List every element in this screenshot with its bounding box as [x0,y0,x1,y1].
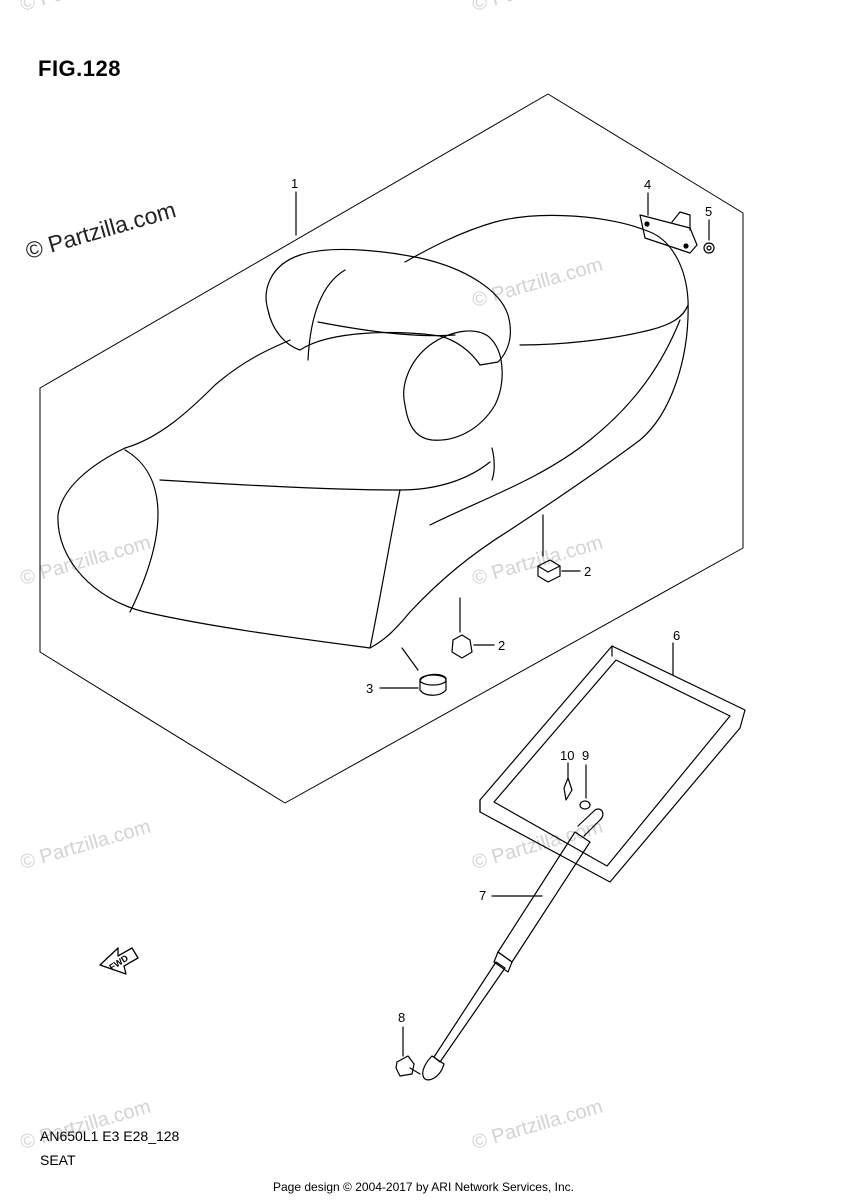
nut-part-5 [703,242,715,254]
backrest [265,248,511,366]
seat-rear-line [429,319,681,526]
callout-9: 9 [582,748,589,763]
bolt-part-8 [395,1055,415,1077]
backrest-seam [307,269,346,361]
callout-6: 6 [673,628,680,643]
figure-title: FIG.128 [38,56,121,81]
strut-rod-part-7 [433,961,506,1063]
callout-7: 7 [479,888,486,903]
seat-small-groove [491,447,495,481]
backrest-divider [317,321,456,337]
seat-mid-line [159,461,491,491]
callout-8: 8 [398,1010,405,1025]
fwd-arrow-icon [99,947,139,975]
callout-2a: 2 [584,564,591,579]
seat-top-line [519,304,689,346]
callout-3: 3 [366,681,373,696]
seat-outline [57,214,689,649]
seat-rider-contour [124,339,291,449]
cushion-part-2a [537,559,561,583]
callout-2b: 2 [498,638,505,653]
seat-lower-contour [124,449,159,613]
strut-body-part-7 [497,831,591,963]
clip-part-10 [563,777,573,801]
callout-5: 5 [705,204,712,219]
callout-1: 1 [291,176,298,191]
diagram-code: AN650L1 E3 E28_128 [40,1128,180,1144]
diagram-name: SEAT [40,1152,76,1168]
washer-part-9 [579,800,591,810]
leader-3-top [401,647,419,671]
bracket-part-4-lug [671,211,691,231]
assembly-frame [39,93,744,804]
callout-4: 4 [644,177,651,192]
strut-mount-part-7 [577,808,604,837]
backrest-pad [403,330,503,441]
callout-10: 10 [560,748,574,763]
fwd-label: FWD [107,953,130,973]
bracket-part-4 [639,214,698,254]
cushion-part-2b [451,634,473,659]
frame-part-6 [479,645,746,883]
seat-side-line [369,489,401,649]
page-footer: Page design © 2004-2017 by ARI Network S… [272,1180,574,1194]
